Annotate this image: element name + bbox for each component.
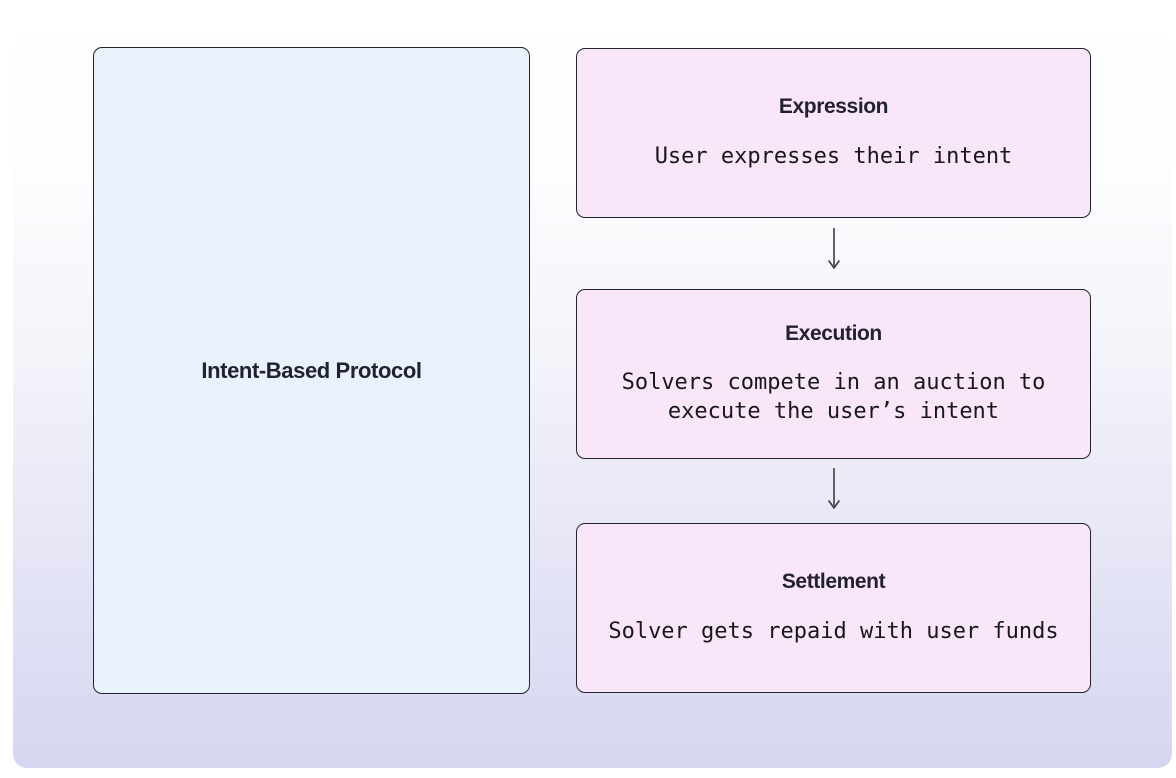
step-description-expression: User expresses their intent [654, 143, 1013, 169]
flow-arrow-down-icon [828, 228, 840, 269]
step-box-execution: Execution Solvers compete in an auction … [576, 289, 1091, 459]
step-title-execution: Execution [785, 321, 882, 345]
intent-based-protocol-box: Intent-Based Protocol [93, 47, 530, 694]
protocol-box-label: Intent-Based Protocol [201, 357, 422, 383]
flow-arrow-down-icon [828, 468, 840, 509]
step-box-expression: Expression User expresses their intent [576, 48, 1091, 218]
step-title-settlement: Settlement [781, 570, 886, 594]
step-title-expression: Expression [778, 95, 889, 119]
step-box-settlement: Settlement Solver gets repaid with user … [576, 523, 1091, 693]
step-description-execution: Solvers compete in an auction to execute… [621, 370, 1046, 425]
step-description-settlement: Solver gets repaid with user funds [608, 618, 1059, 644]
